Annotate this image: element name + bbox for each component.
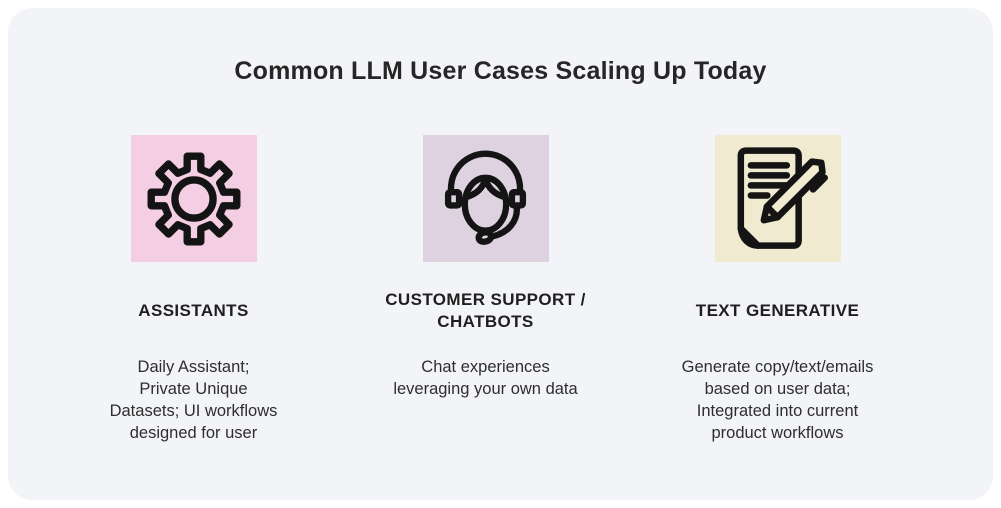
text-generative-heading: TEXT GENERATIVE: [695, 300, 860, 320]
customer-support-heading: CUSTOMER SUPPORT / CHATBOTS: [385, 289, 586, 331]
infographic-card: Common LLM User Cases Scaling Up Today A…: [8, 8, 993, 500]
page-title: Common LLM User Cases Scaling Up Today: [234, 57, 767, 85]
headset-agent-icon: [428, 141, 543, 256]
customer-support-description: Chat experiences leveraging your own dat…: [393, 358, 578, 398]
column-assistants: ASSISTANTS Daily Assistant; Private Uniq…: [59, 135, 329, 444]
column-customer-support: CUSTOMER SUPPORT / CHATBOTS Chat experie…: [351, 135, 621, 444]
text-generative-icon-square: [714, 135, 841, 262]
use-case-columns: ASSISTANTS Daily Assistant; Private Uniq…: [8, 135, 993, 444]
text-generative-description: Generate copy/text/emails based on user …: [681, 358, 874, 442]
assistants-description: Daily Assistant; Private Unique Datasets…: [109, 358, 278, 442]
gear-icon: [142, 147, 246, 251]
column-text-generative: TEXT GENERATIVE Generate copy/text/email…: [643, 135, 913, 444]
assistants-heading: ASSISTANTS: [138, 300, 249, 320]
customer-support-icon-square: [422, 135, 549, 262]
assistants-icon-square: [130, 135, 257, 262]
document-pen-icon: [719, 140, 837, 258]
